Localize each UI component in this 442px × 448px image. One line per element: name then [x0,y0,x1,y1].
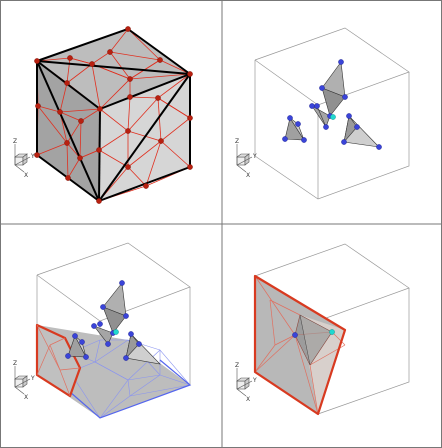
axis-y-label: Y [252,153,257,160]
base-mesh-outline [69,359,192,419]
axis-y-label: Y [30,153,35,160]
panel-bottom-right-section: Z Y X [235,243,410,416]
axis-triad: Z Y X [235,362,257,403]
axis-y-label: Y [252,377,257,384]
section-outline [253,274,347,416]
axis-triad: Z Y X [13,138,35,179]
blue-nodes [65,280,142,361]
axis-x-label: X [246,396,250,403]
axis-triad: Z Y X [235,138,257,179]
axis-z-label: Z [235,138,239,145]
red-wedge [35,323,82,398]
cyan-node [330,114,336,120]
axis-z-label: Z [13,138,17,145]
tet-group [284,61,380,148]
cyan-node [113,329,119,335]
wireframe-cube [254,27,410,200]
axis-z-label: Z [235,362,239,369]
tet-group [67,282,161,365]
blue-node [292,332,298,338]
axis-triad: Z Y X [13,360,35,401]
cyan-node [329,329,335,335]
axis-z-label: Z [13,360,17,367]
axis-x-label: X [24,394,28,401]
axis-x-label: X [24,172,28,179]
panel-bottom-left-wireframe: Z Y X [13,242,192,419]
section-tets [294,314,333,366]
axis-x-label: X [246,172,250,179]
blue-nodes [282,59,382,150]
red-nodes [34,26,193,204]
axis-y-label: Y [30,375,35,382]
panel-top-right-wireframe: Z Y X [235,27,410,200]
red-wedge-mesh [36,324,81,397]
panel-top-left-cube: Z Y X [13,26,193,204]
